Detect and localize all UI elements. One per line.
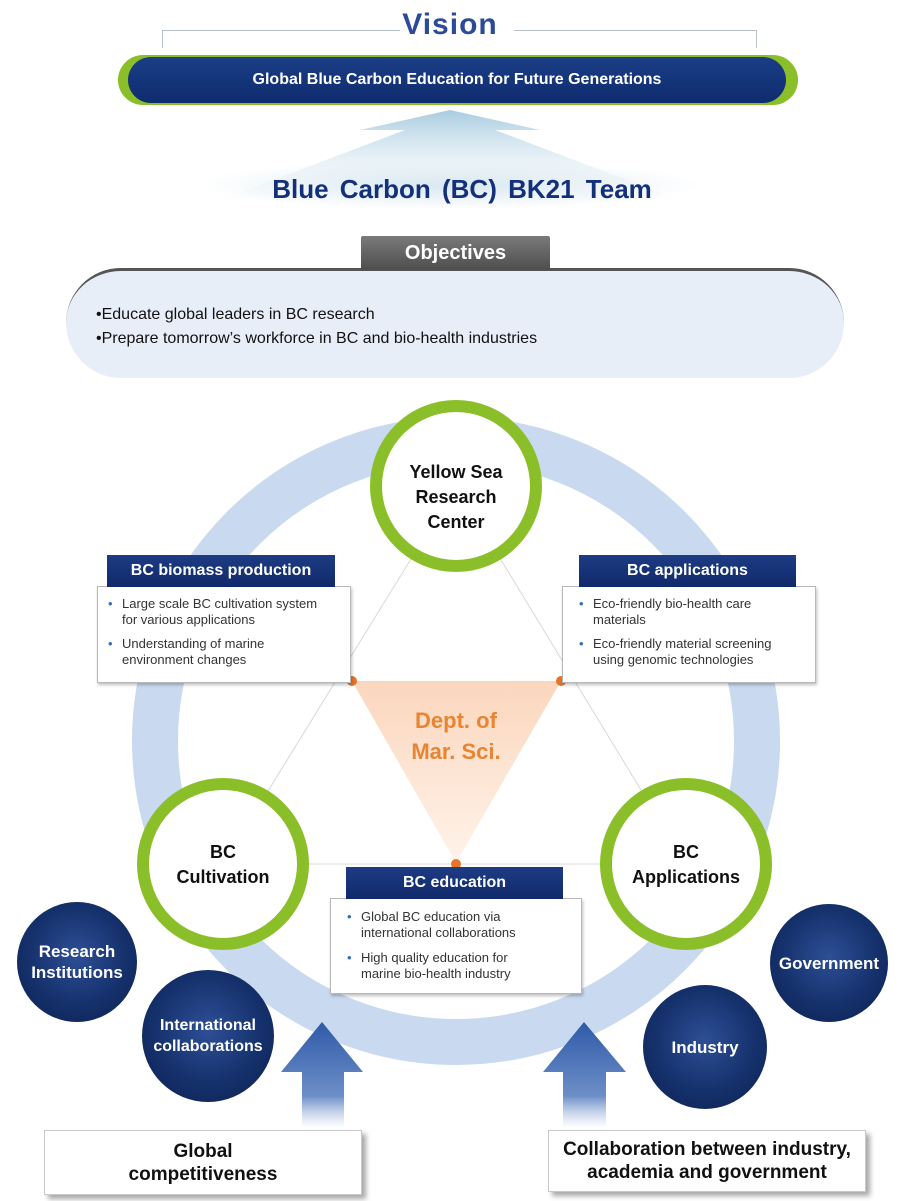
right-up-arrow — [543, 1022, 626, 1128]
bottom-label-line: Collaboration between industry, — [563, 1139, 851, 1160]
hub-label-line: Center — [427, 512, 485, 532]
hub-label-line: Yellow Sea — [409, 462, 503, 482]
vision-bracket-tick-right — [756, 30, 757, 48]
applications-bullet: Eco-friendly bio-health care materials — [579, 596, 811, 628]
partner-label-line: International — [159, 1017, 256, 1034]
hub-cultivation-ring — [137, 778, 309, 950]
education-bullet: Global BC education via international co… — [347, 909, 577, 941]
dept-label-line: Dept. of — [415, 708, 497, 733]
dept-label-line: Mar. Sci. — [411, 739, 501, 764]
hub-applications-label: BC Applications — [606, 840, 766, 890]
bullet-line: for various applications — [122, 612, 255, 627]
education-bullet: High quality education for marine bio-he… — [347, 950, 577, 982]
partner-label-line: Research — [38, 942, 116, 961]
partner-industry: Industry — [643, 985, 767, 1109]
bottom-label-line: academia and government — [587, 1162, 827, 1183]
vision-statement: Global Blue Carbon Education for Future … — [128, 57, 786, 103]
biomass-bullet: Understanding of marine environment chan… — [108, 636, 344, 668]
hub-label-line: Applications — [631, 867, 740, 887]
bullet-line: Eco-friendly bio-health care — [593, 596, 752, 611]
hub-yellow-sea-ring — [370, 400, 542, 572]
partner-label-line: collaborations — [153, 1038, 263, 1055]
team-glow — [195, 160, 705, 210]
objectives-panel — [66, 268, 844, 378]
partner-label-line: Institutions — [31, 963, 123, 982]
partner-government: Government — [770, 904, 888, 1022]
bullet-line: Eco-friendly material screening — [593, 636, 772, 651]
education-header: BC education — [346, 867, 563, 899]
vision-bracket-right — [514, 30, 756, 31]
dept-triangle — [352, 681, 561, 863]
objectives-tab: Objectives — [361, 236, 550, 270]
vision-title: Vision — [402, 8, 498, 41]
applications-header: BC applications — [579, 555, 796, 587]
hub-yellow-sea-label: Yellow Sea Research Center — [376, 460, 536, 535]
applications-bullet: Eco-friendly material screening using ge… — [579, 636, 811, 668]
bullet-line: Large scale BC cultivation system — [122, 596, 318, 611]
hub-cultivation-label: BC Cultivation — [143, 840, 303, 890]
biomass-header: BC biomass production — [107, 555, 335, 587]
objective-item: •Educate global leaders in BC research — [96, 306, 375, 323]
bottom-label-line: Global — [173, 1140, 233, 1162]
bullet-line: international collaborations — [361, 925, 516, 940]
bullet-line: Global BC education via — [361, 909, 501, 924]
vision-bracket-tick-left — [162, 30, 163, 48]
hub-label-line: Research — [415, 487, 497, 507]
left-up-arrow — [281, 1022, 363, 1128]
bullet-line: Understanding of marine — [122, 636, 265, 651]
vision-bracket-left — [162, 30, 400, 31]
hub-label-line: BC — [210, 842, 236, 862]
hub-applications-ring — [600, 778, 772, 950]
bullet-line: High quality education for — [361, 950, 508, 965]
collaboration-box: Collaboration between industry, academia… — [548, 1130, 866, 1192]
bullet-line: marine bio-health industry — [361, 966, 511, 981]
bullet-line: using genomic technologies — [593, 652, 754, 667]
biomass-bullet: Large scale BC cultivation system for va… — [108, 596, 344, 628]
global-competitiveness-box: Global competitiveness — [44, 1130, 362, 1195]
partner-international-collaborations: International collaborations — [142, 970, 274, 1102]
bullet-line: materials — [593, 612, 646, 627]
partner-label-line: Industry — [671, 1037, 739, 1057]
hub-label-line: Cultivation — [176, 867, 270, 887]
bullet-line: environment changes — [122, 652, 247, 667]
bottom-label-line: competitiveness — [128, 1163, 278, 1185]
hub-label-line: BC — [673, 842, 699, 862]
objective-item: •Prepare tomorrow’s workforce in BC and … — [96, 330, 538, 347]
partner-research-institutions: Research Institutions — [17, 902, 137, 1022]
partner-label-line: Government — [778, 953, 880, 973]
team-title: Blue Carbon (BC) BK21 Team — [272, 174, 652, 204]
dept-label: Dept. of Mar. Sci. — [376, 705, 536, 767]
dept-node-bottom — [451, 859, 461, 869]
